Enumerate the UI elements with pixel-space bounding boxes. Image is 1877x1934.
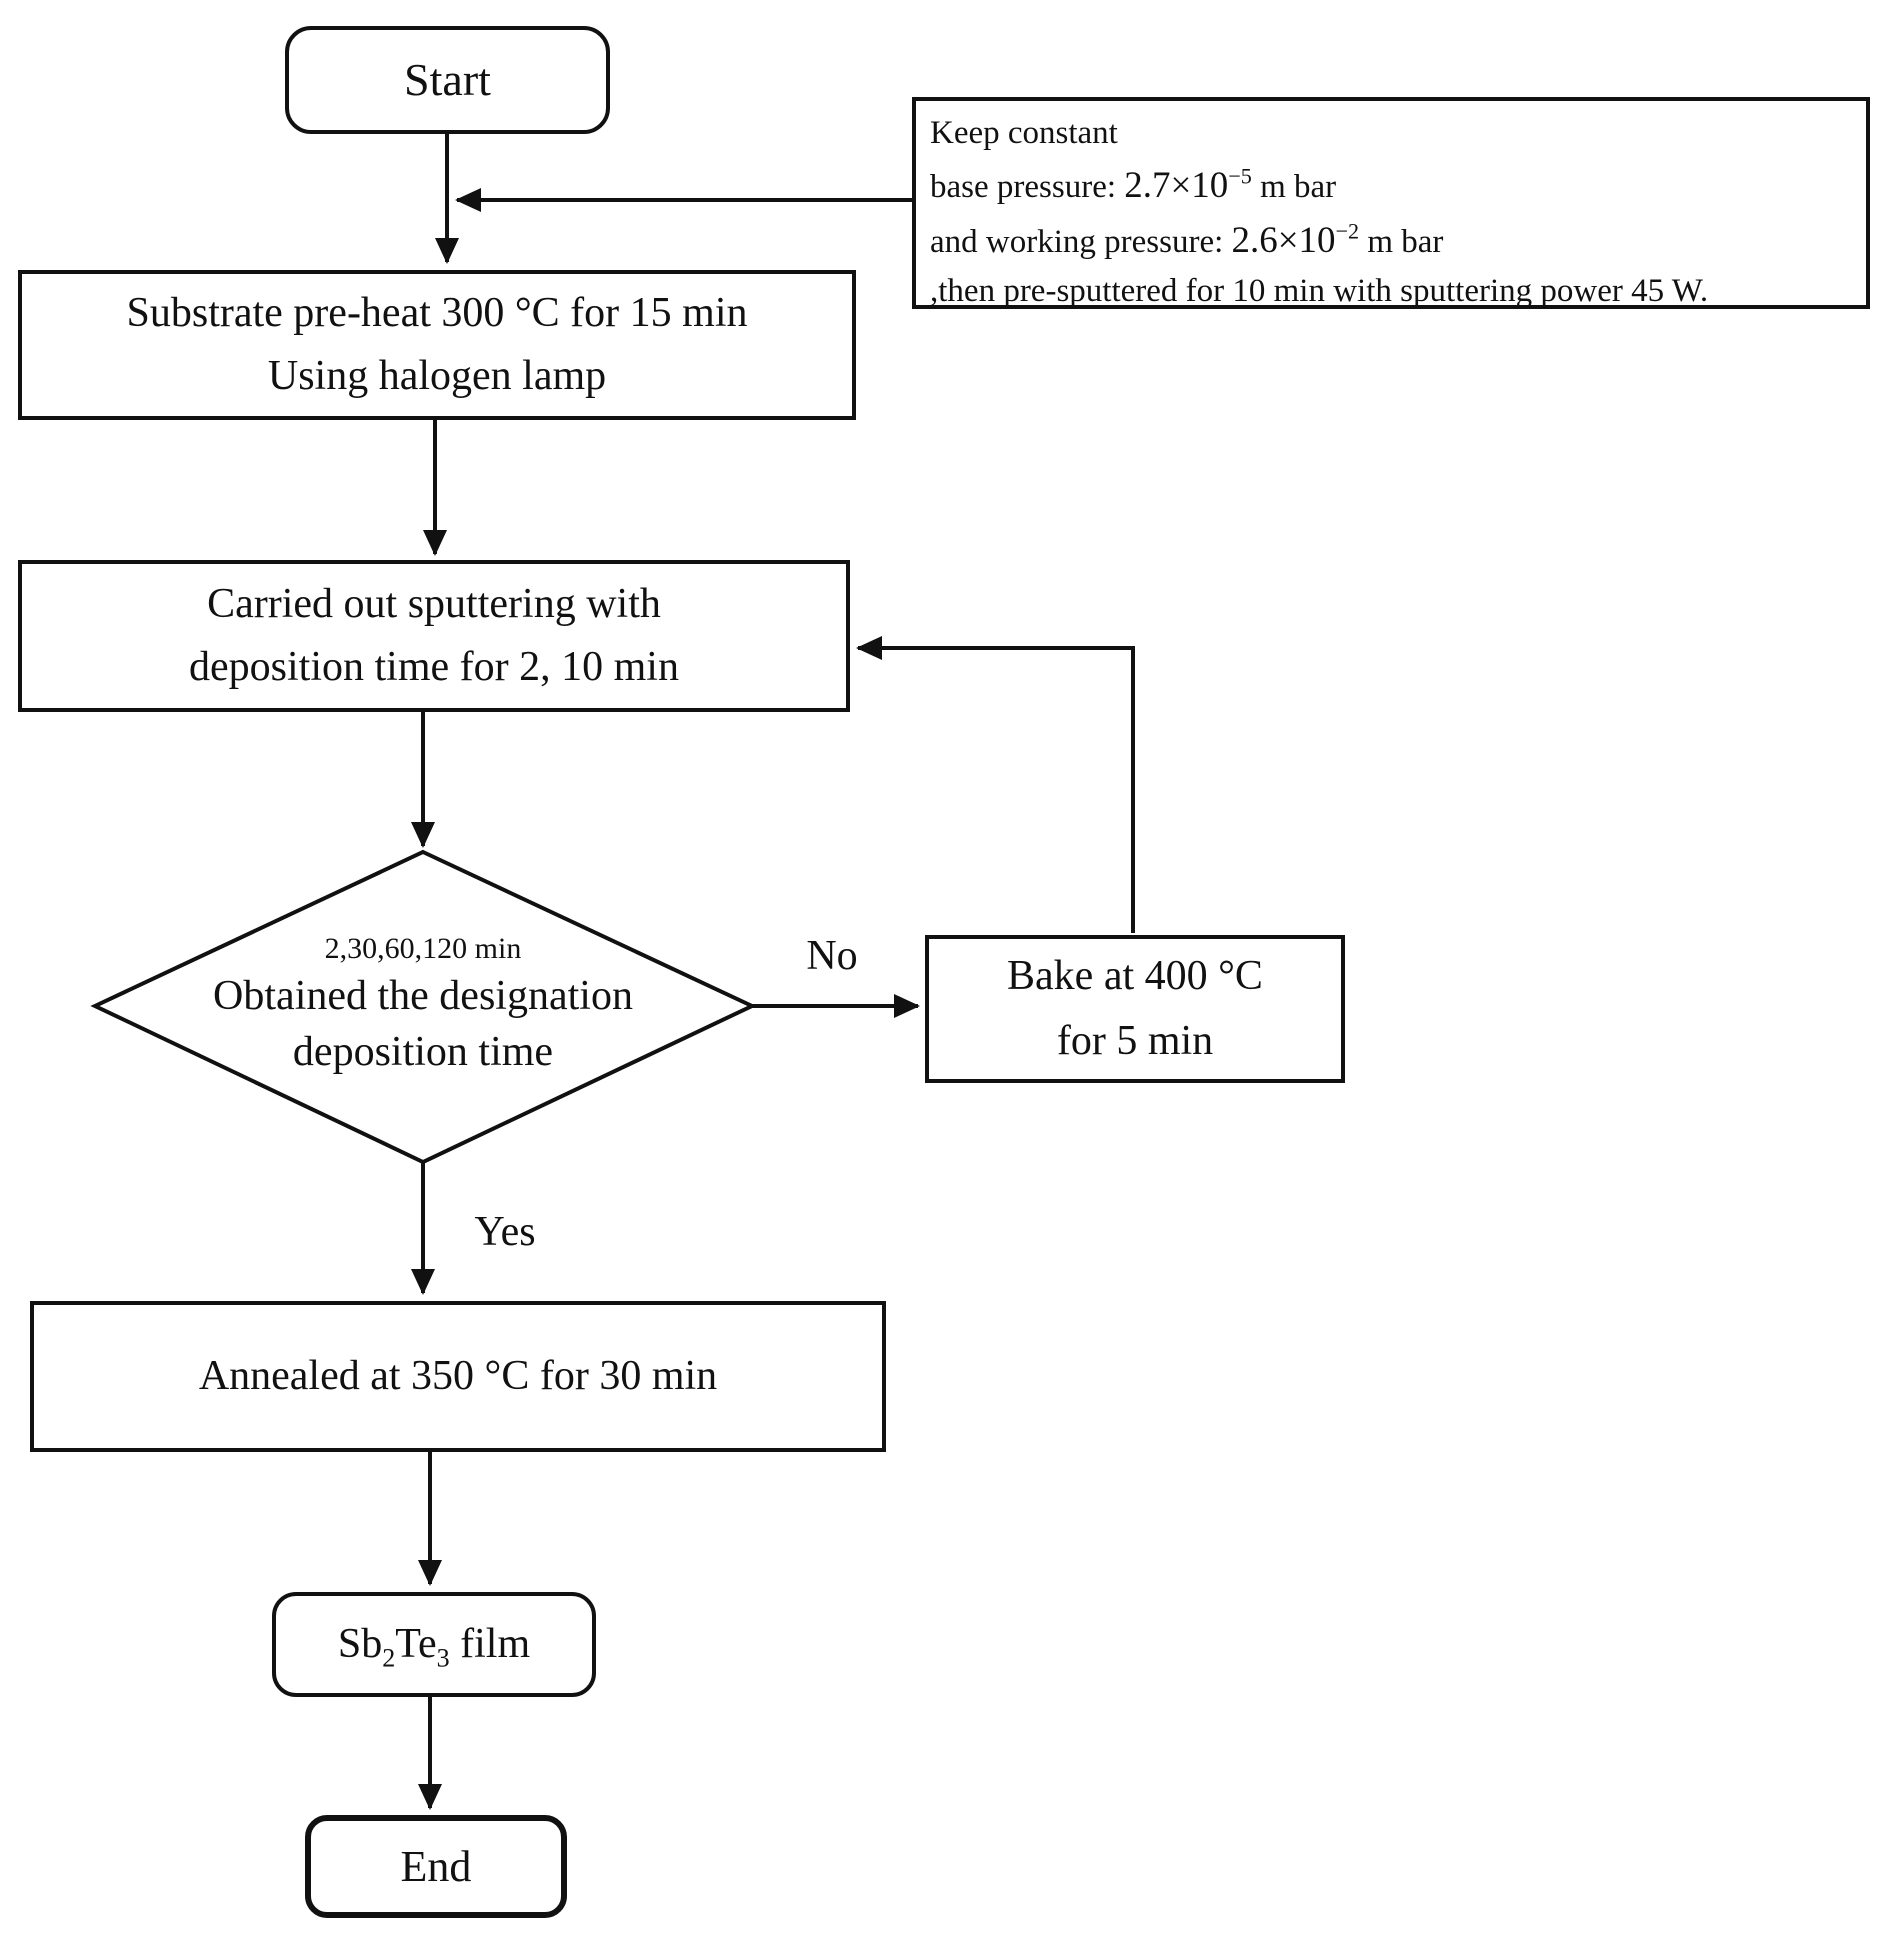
bake-line-2: for 5 min [1056,1018,1214,1064]
process-conditions-note: Keep constant base pressure: 2.7×10−5 m … [912,97,1870,309]
start-node: Start [285,26,610,134]
sputter-line-2: deposition time for 2, 10 min [189,644,679,690]
decision-line-3: deposition time [292,1029,554,1076]
decision-node-text: 2,30,60,120 min Obtained the designation… [123,888,723,1123]
yes-branch-label: Yes [474,1209,536,1255]
sputtering-step-node: Carried out sputtering with deposition t… [18,560,850,712]
working-pressure-value: 2.6×10−2 [1231,218,1360,260]
decision-diamond-shape [90,849,757,1165]
preheat-line-2: Using halogen lamp [267,353,607,399]
end-label: End [400,1841,472,1891]
film-label: Sb2Te3 film [337,1621,531,1673]
base-pressure-value: 2.7×10−5 [1124,163,1252,205]
anneal-step-node: Annealed at 350 °C for 30 min [30,1301,886,1452]
arrow-bake-loop-to-sputter [856,636,1135,933]
decision-line-2: Obtained the designation [213,972,633,1019]
note-line-2: base pressure: 2.7×10−5 m bar [930,163,1337,205]
preheat-line-1: Substrate pre-heat 300 °C for 15 min [126,290,748,336]
anneal-label: Annealed at 350 °C for 30 min [198,1353,718,1400]
decision-times: 2,30,60,120 min [324,932,522,966]
no-branch-label: No [806,933,858,979]
bake-step-node: Bake at 400 °C for 5 min [925,935,1345,1083]
sputter-line-1: Carried out sputtering with [207,581,661,627]
film-result-node: Sb2Te3 film [272,1592,596,1697]
bake-line-1: Bake at 400 °C [1007,952,1263,999]
start-label: Start [404,53,491,105]
end-node: End [305,1815,567,1918]
note-line-1: Keep constant [930,115,1118,151]
note-line-3: and working pressure: 2.6×10−2 m bar [930,218,1444,260]
note-line-4: ,then pre-sputtered for 10 min with sput… [930,273,1709,310]
preheat-step-node: Substrate pre-heat 300 °C for 15 min Usi… [18,270,856,420]
